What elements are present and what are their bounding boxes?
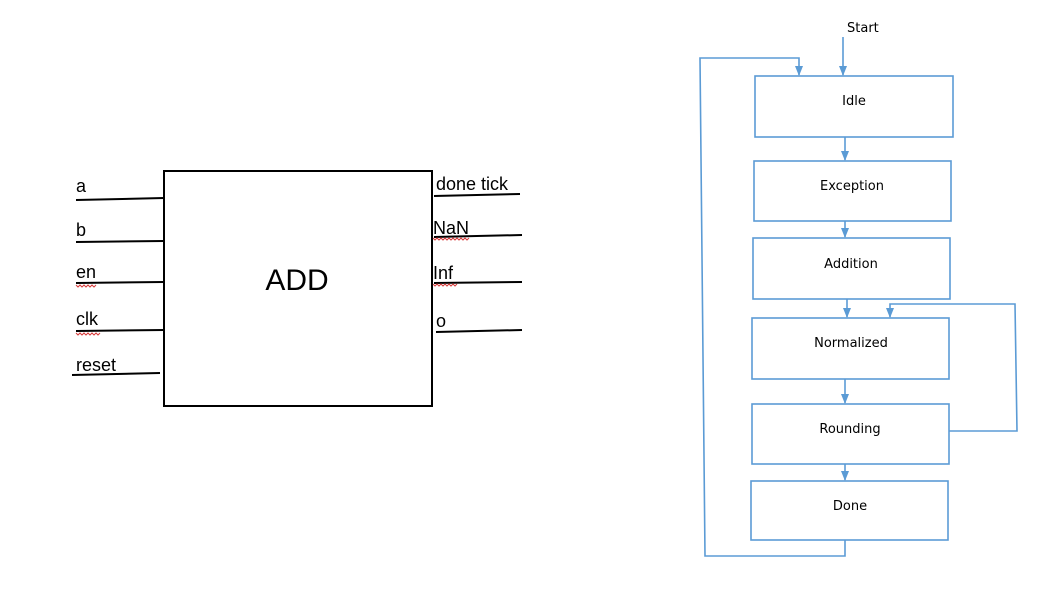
output-wire-o <box>435 329 523 333</box>
input-label-reset: reset <box>76 355 116 375</box>
input-wire-clk <box>75 329 165 332</box>
input-wire-en <box>75 281 165 284</box>
state-box <box>754 75 954 138</box>
input-wire-b <box>75 240 165 243</box>
input-ports: a b en clk reset <box>71 176 165 376</box>
output-label-done-tick: done tick <box>436 174 509 194</box>
fsm-flowchart: Start Idle Exception Addition Normalized <box>699 21 1018 557</box>
spellcheck-underline <box>432 237 470 241</box>
loop-arrow-done-to-idle <box>699 57 846 557</box>
state-done: Done <box>750 480 949 541</box>
state-label: Rounding <box>819 422 880 437</box>
state-rounding: Rounding <box>751 403 950 465</box>
output-wire-nan <box>433 234 523 238</box>
state-box <box>753 160 952 222</box>
state-label: Addition <box>824 257 878 272</box>
loop-arrow-rounding-to-normalized <box>886 303 1018 432</box>
state-box <box>751 403 950 465</box>
output-wire-done-tick <box>433 193 521 197</box>
state-normalized: Normalized <box>751 317 950 380</box>
state-label: Done <box>833 499 867 514</box>
input-wire-a <box>75 197 165 201</box>
state-box <box>751 317 950 380</box>
spellcheck-underline <box>432 283 458 287</box>
input-label-a: a <box>76 176 87 196</box>
input-wire-reset <box>71 372 161 376</box>
add-block-title: ADD <box>265 264 328 297</box>
output-label-nan: NaN <box>433 218 469 238</box>
start-label: Start <box>847 21 879 36</box>
state-idle: Idle <box>754 75 954 138</box>
input-label-b: b <box>76 220 86 240</box>
add-block: ADD <box>163 170 433 407</box>
output-label-o: o <box>436 311 446 331</box>
state-label: Exception <box>820 179 884 194</box>
state-label: Normalized <box>814 336 888 351</box>
output-label-inf: Inf <box>433 263 454 283</box>
state-box <box>750 480 949 541</box>
add-block-box <box>163 170 433 407</box>
state-label: Idle <box>842 94 866 109</box>
input-label-en: en <box>76 262 96 282</box>
output-wire-inf <box>433 281 523 284</box>
output-ports: done tick NaN Inf o <box>432 174 523 333</box>
input-label-clk: clk <box>76 309 99 329</box>
spellcheck-underline <box>75 332 101 336</box>
state-addition: Addition <box>752 237 951 300</box>
state-box <box>752 237 951 300</box>
state-exception: Exception <box>753 160 952 222</box>
spellcheck-underline <box>75 284 97 288</box>
